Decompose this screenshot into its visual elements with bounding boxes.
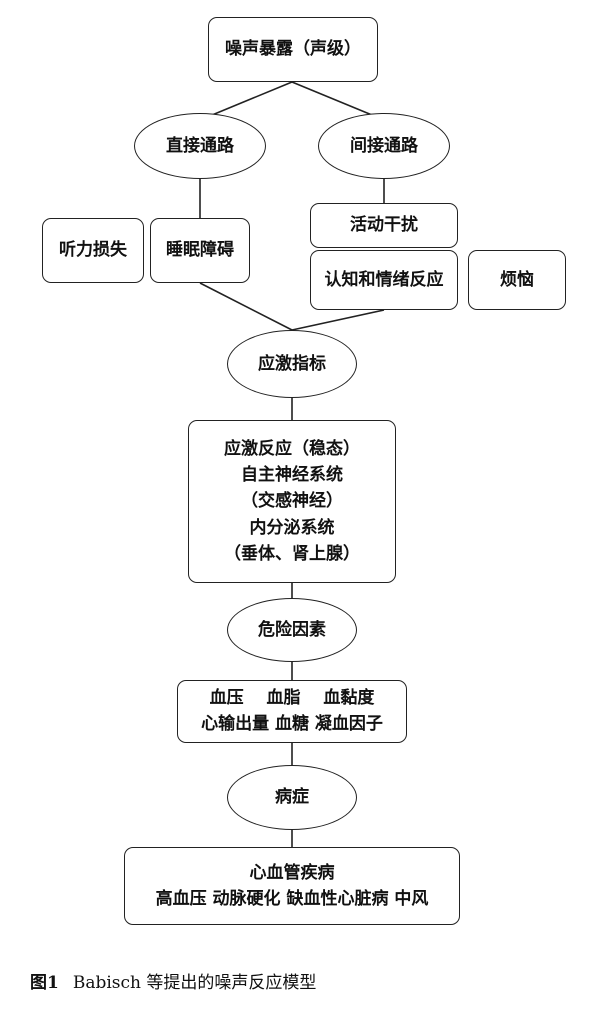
stress-response-line: 应激反应（稳态） [224, 438, 360, 459]
endocrine-line: 内分泌系统 [249, 517, 335, 538]
hearing-loss-box: 听力损失 [42, 218, 144, 283]
risk-factors-block: 血压 血脂 血黏度 心输出量 血糖 凝血因子 [177, 680, 407, 743]
sleep-disorder-box: 睡眠障碍 [150, 218, 250, 283]
autonomic-nervous-line: 自主神经系统 [241, 464, 343, 485]
noise-exposure-label: 噪声暴露（声级） [225, 39, 361, 60]
cardiovascular-line: 心血管疾病 [249, 862, 335, 883]
indirect-pathway-label: 间接通路 [350, 135, 418, 156]
risk-line-2: 心输出量 血糖 凝血因子 [201, 713, 383, 734]
cognitive-emotional-box: 认知和情绪反应 [310, 250, 458, 310]
disease-label: 病症 [275, 787, 309, 808]
indirect-pathway-ellipse: 间接通路 [318, 113, 450, 179]
direct-pathway-ellipse: 直接通路 [134, 113, 266, 179]
disease-ellipse: 病症 [227, 765, 357, 830]
direct-pathway-label: 直接通路 [166, 135, 234, 156]
disease-list-line: 高血压 动脉硬化 缺血性心脏病 中风 [155, 889, 429, 909]
sympathetic-line: （交感神经） [241, 491, 343, 512]
activity-interference-label: 活动干扰 [350, 215, 418, 236]
stress-response-block: 应激反应（稳态） 自主神经系统 （交感神经） 内分泌系统 （垂体、肾上腺） [188, 420, 396, 583]
stress-indicators-label: 应激指标 [258, 353, 326, 374]
risk-line-1: 血压 血脂 血黏度 [209, 688, 375, 708]
cognitive-emotional-label: 认知和情绪反应 [324, 269, 444, 290]
risk-factors-label: 危险因素 [258, 619, 326, 640]
figure-caption: 图1 Babisch 等提出的噪声反应模型 [30, 968, 316, 993]
figure-caption-text: Babisch 等提出的噪声反应模型 [72, 973, 317, 993]
activity-interference-box: 活动干扰 [310, 203, 458, 248]
connector-sleep-stress [199, 282, 293, 331]
stress-indicators-ellipse: 应激指标 [227, 330, 357, 398]
risk-factors-ellipse: 危险因素 [227, 598, 357, 662]
noise-exposure-box: 噪声暴露（声级） [208, 17, 378, 82]
figure-label: 图1 [30, 973, 59, 993]
pituitary-adrenal-line: （垂体、肾上腺） [224, 544, 360, 565]
connector-cognitive-stress [291, 309, 385, 331]
annoyance-label: 烦恼 [500, 269, 534, 290]
annoyance-box: 烦恼 [468, 250, 566, 310]
hearing-loss-label: 听力损失 [59, 240, 127, 261]
sleep-disorder-label: 睡眠障碍 [166, 240, 234, 261]
disease-block: 心血管疾病 高血压 动脉硬化 缺血性心脏病 中风 [124, 847, 460, 925]
